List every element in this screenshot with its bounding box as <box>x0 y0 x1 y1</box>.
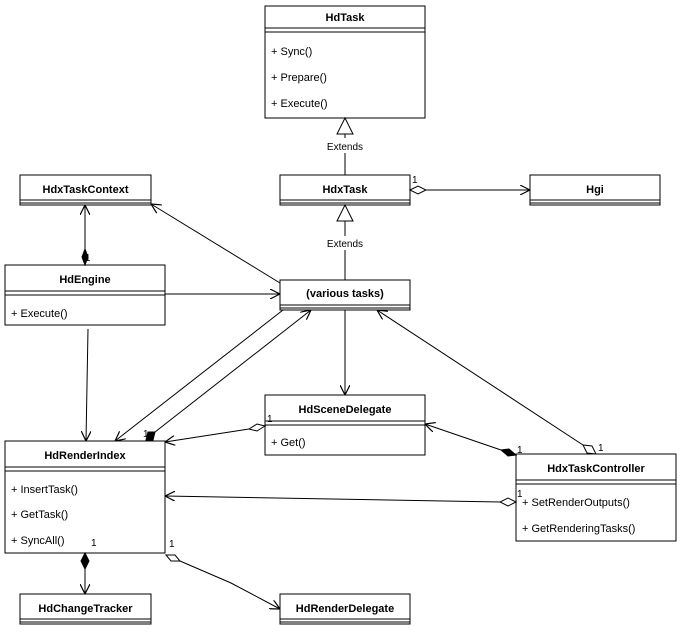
class-hdxtaskcontroller[interactable]: HdxTaskController + SetRenderOutputs() +… <box>515 453 677 542</box>
edge-renderindex-renderdelegate: 1 <box>164 539 280 609</box>
class-title: HdxTaskContext <box>43 184 129 196</box>
edge-label: Extends <box>327 239 363 250</box>
class-hdxtask[interactable]: HdxTask <box>279 174 411 206</box>
class-member: + Execute() <box>271 98 328 110</box>
class-hdchangetracker[interactable]: HdChangeTracker <box>19 593 152 625</box>
class-title: HdChangeTracker <box>38 603 133 615</box>
class-hdtask[interactable]: HdTask + Sync() + Prepare() + Execute() <box>264 5 426 119</box>
class-title: HdEngine <box>59 274 110 286</box>
edge-hdxtask-extends-hdtask: Extends <box>327 116 363 175</box>
edge-renderindex-various: 1 <box>143 310 311 441</box>
class-title: HdRenderIndex <box>44 450 126 462</box>
edge-controller-scenedelegate: 1 <box>425 424 523 457</box>
class-hdscenedelegate[interactable]: HdSceneDelegate + Get() <box>264 394 426 456</box>
class-hgi[interactable]: Hgi <box>529 174 661 206</box>
edge-label: Extends <box>327 142 363 153</box>
class-title: HdSceneDelegate <box>299 404 392 416</box>
edge-hdxtask-hgi: 1 <box>408 175 530 194</box>
edge-scenedelegate-renderindex: 1 <box>165 414 273 442</box>
class-hdrenderindex[interactable]: HdRenderIndex + InsertTask() + GetTask()… <box>4 440 166 554</box>
edge-various-renderindex <box>115 309 284 441</box>
class-member: + GetRenderingTasks() <box>522 523 635 535</box>
class-member: + Sync() <box>271 46 312 58</box>
class-title: (various tasks) <box>306 288 384 300</box>
class-title: HdxTask <box>322 184 368 196</box>
multiplicity-label: 1 <box>517 445 523 456</box>
class-member: + SetRenderOutputs() <box>522 497 630 509</box>
multiplicity-label: 1 <box>267 414 273 425</box>
edge-hdengine-taskcontext: 1 <box>82 205 91 267</box>
class-title: HdxTaskController <box>547 463 645 475</box>
multiplicity-label: 1 <box>598 443 604 454</box>
multiplicity-label: 1 <box>91 538 97 549</box>
class-hdxtaskcontext[interactable]: HdxTaskContext <box>19 174 152 206</box>
edge-renderindex-changetracker: 1 <box>81 538 97 594</box>
class-member: + SyncAll() <box>11 535 65 547</box>
class-member: + Get() <box>271 437 306 449</box>
class-hdrenderdelegate[interactable]: HdRenderDelegate <box>279 593 411 625</box>
class-member: + InsertTask() <box>11 484 78 496</box>
class-member: + Execute() <box>11 308 68 320</box>
edge-controller-renderindex: 1 <box>165 489 523 507</box>
edge-hdengine-renderindex <box>86 328 88 441</box>
class-title: HdRenderDelegate <box>296 603 394 615</box>
class-title: HdTask <box>326 12 366 24</box>
multiplicity-label: 1 <box>169 539 175 550</box>
class-member: + Prepare() <box>271 72 327 84</box>
multiplicity-label: 1 <box>85 253 91 264</box>
multiplicity-label: 1 <box>143 429 149 440</box>
class-various-tasks[interactable]: (various tasks) <box>279 279 411 311</box>
edge-various-taskcontext <box>151 204 281 284</box>
class-title: Hgi <box>586 184 604 196</box>
edge-controller-various: 1 <box>377 310 604 455</box>
multiplicity-label: 1 <box>517 489 523 500</box>
class-member: + GetTask() <box>11 509 68 521</box>
edge-various-extends-hdxtask: Extends <box>327 203 363 280</box>
class-hdengine[interactable]: HdEngine + Execute() <box>4 264 166 326</box>
multiplicity-label: 1 <box>412 175 418 186</box>
